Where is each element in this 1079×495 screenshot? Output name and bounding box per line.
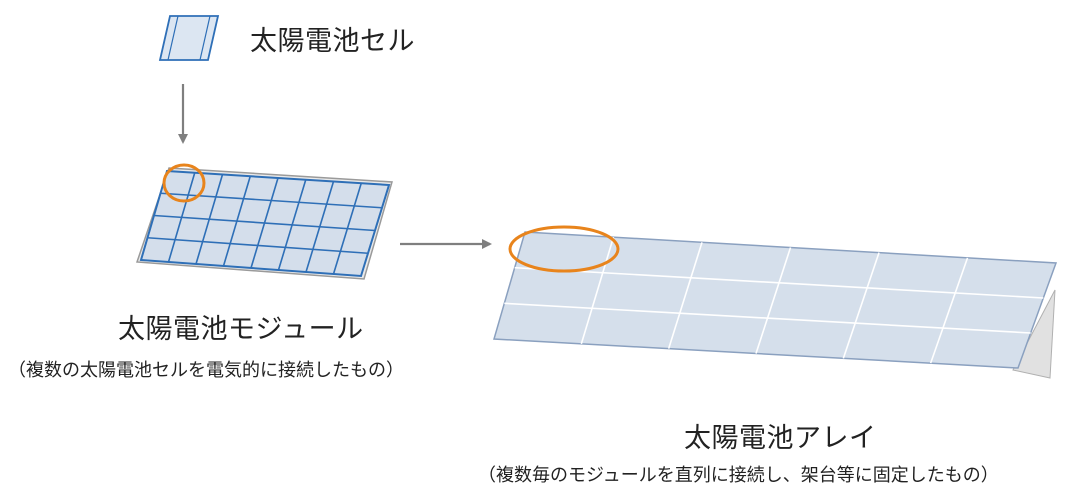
- solar-cell-inner-line: [167, 15, 179, 61]
- solar-module-label: 太陽電池モジュール: [118, 314, 364, 345]
- solar-cell-inner-line: [199, 15, 211, 61]
- solar-cell-icon: [158, 15, 220, 61]
- array-grid-column-line: [842, 252, 880, 359]
- solar-cell-shape: [158, 15, 220, 61]
- solar-array-description: （複数毎のモジュールを直列に接続し、架台等に固定したもの）: [478, 465, 999, 486]
- solar-module: [135, 167, 393, 280]
- array-grid-row-line: [504, 302, 1031, 334]
- array-grid-column-line: [929, 257, 969, 364]
- solar-array-label: 太陽電池アレイ: [684, 423, 877, 454]
- solar-cell-label: 太陽電池セル: [250, 26, 415, 57]
- solar-module-cell-grid: [147, 172, 383, 275]
- module-grid-row-line: [153, 214, 376, 232]
- array-grid-column-line: [667, 242, 703, 349]
- array-grid-row-line: [514, 266, 1044, 299]
- module-grid-row-line: [147, 236, 369, 255]
- solar-array-panel: [493, 231, 1058, 369]
- solar-module-description: （複数の太陽電池セルを電気的に接続したもの）: [8, 360, 404, 381]
- array-module-highlight-ring: [508, 225, 620, 273]
- module-cell-highlight-ring: [162, 163, 206, 203]
- array-grid-column-line: [580, 236, 615, 345]
- solar-array-module-grid: [504, 236, 1044, 364]
- solar-array: [493, 231, 1058, 379]
- solar-array-stand: [1012, 289, 1056, 379]
- array-grid-column-line: [755, 247, 792, 354]
